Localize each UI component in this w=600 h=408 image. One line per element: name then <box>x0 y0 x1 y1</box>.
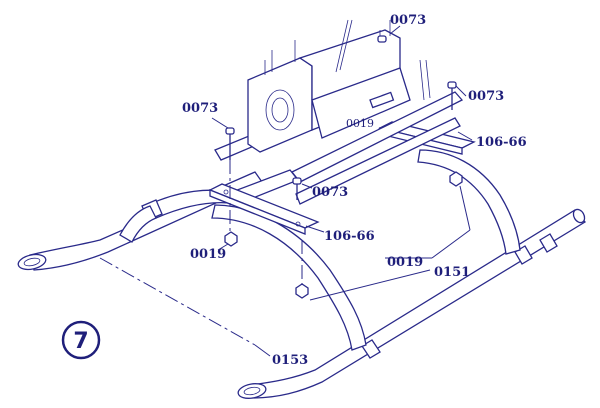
label-0151: 0151 <box>434 265 470 280</box>
label-0019-left: 0019 <box>190 247 226 262</box>
label-106-66-left: 106-66 <box>324 229 375 244</box>
label-106-66-right: 106-66 <box>476 135 527 150</box>
screw-mid <box>292 177 302 200</box>
leader-lines <box>211 25 473 357</box>
step-badge: 7 <box>61 320 101 360</box>
step-number: 7 <box>73 329 88 354</box>
label-0019-inner: 0019 <box>346 117 374 130</box>
screw-left <box>225 127 235 160</box>
front-strut <box>211 149 521 351</box>
guide-lines <box>99 160 303 346</box>
screw-0073-set <box>225 35 457 200</box>
label-0073-left: 0073 <box>182 101 218 116</box>
center-bracket <box>247 19 431 153</box>
screw-right <box>447 81 457 110</box>
label-0073-top: 0073 <box>390 13 426 28</box>
label-0073-mid: 0073 <box>312 185 348 200</box>
label-0019-right: 0019 <box>387 255 423 270</box>
nut-0019-set <box>224 171 463 299</box>
mounting-plate-left <box>208 183 320 235</box>
label-0153: 0153 <box>272 353 308 368</box>
screw-top <box>377 35 387 43</box>
label-0073-right: 0073 <box>468 89 504 104</box>
